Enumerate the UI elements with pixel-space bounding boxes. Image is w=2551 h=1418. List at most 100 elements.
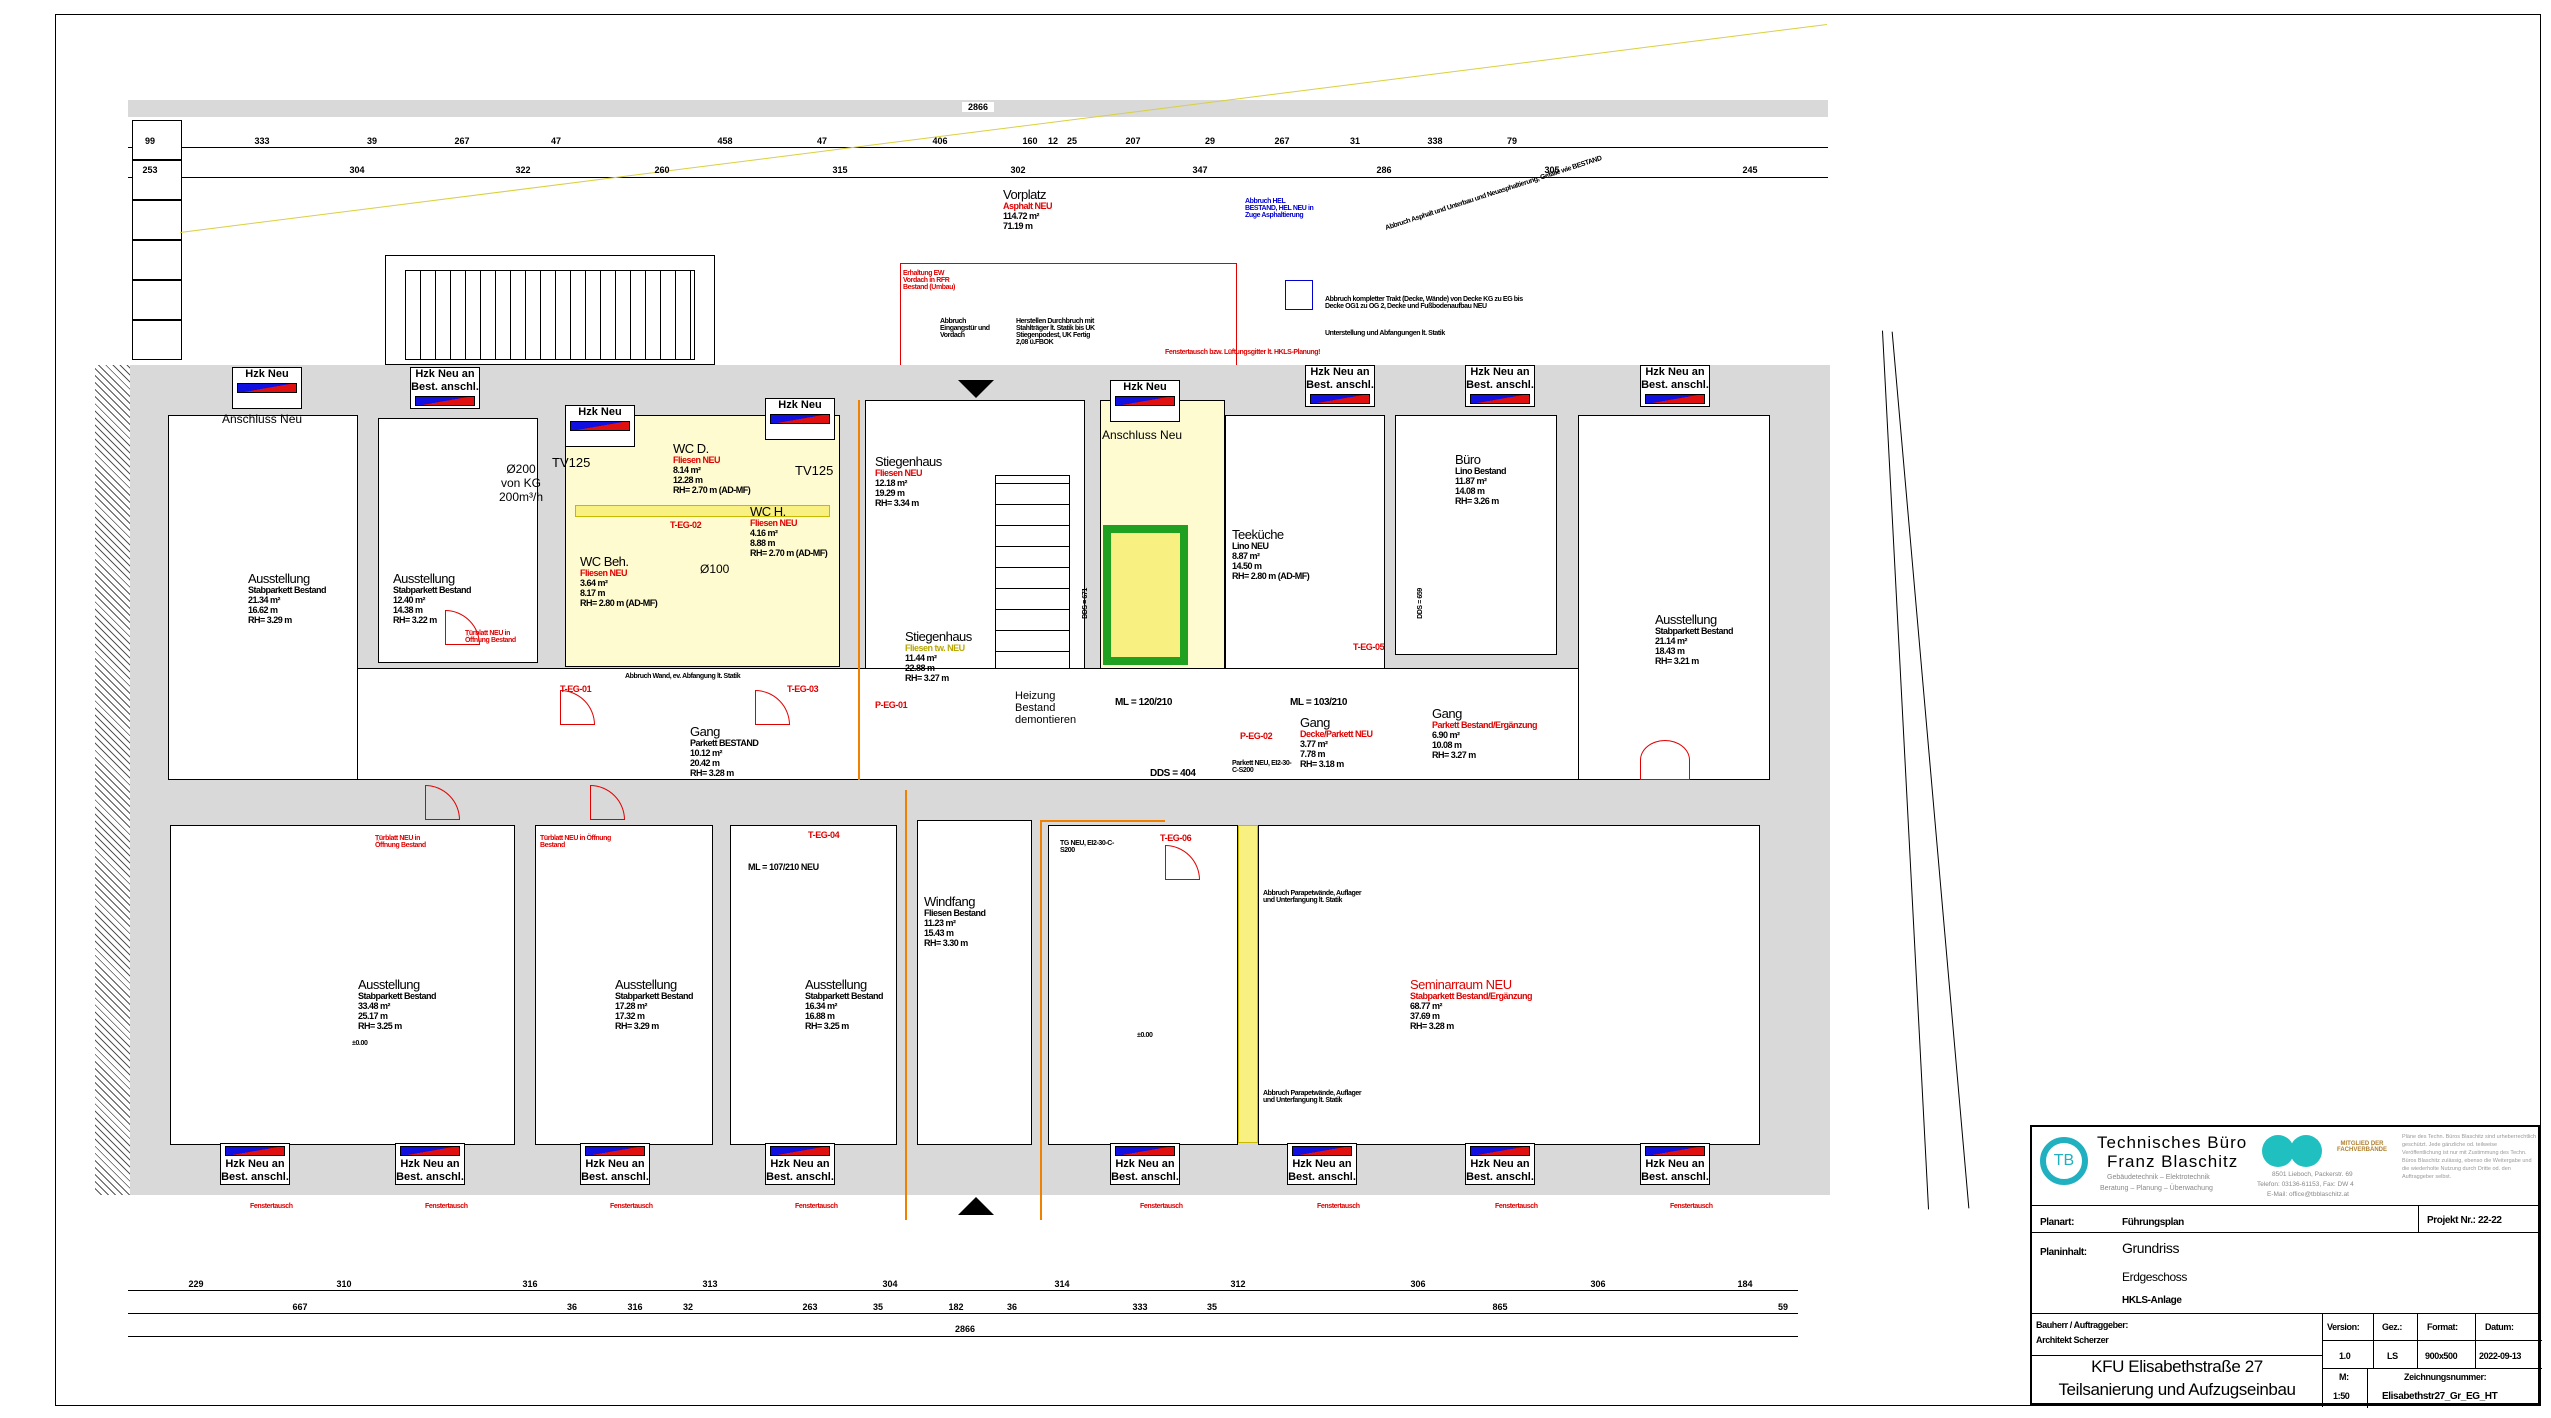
note-eingangstuer: Abbruch Eingangstür und Vordach — [940, 318, 990, 339]
bauherr-label: Bauherr / Auftraggeber: — [2036, 1320, 2128, 1330]
dimension-label: 304 — [349, 165, 365, 175]
label-abbruch-parapet-1: Abbruch Parapetwände, Auflager und Unter… — [1263, 890, 1362, 904]
drawing-number: Elisabethstr27_Gr_EG_HT — [2382, 1391, 2498, 1402]
radiator-icon — [585, 1146, 645, 1156]
dimension-label: 36 — [566, 1302, 578, 1312]
dimension-label: 314 — [1054, 1279, 1070, 1289]
radiator-icon — [770, 414, 830, 424]
dim-total-bottom: 2866 — [954, 1324, 976, 1334]
version-value: 1.0 — [2339, 1351, 2351, 1361]
member-badge-icon — [2290, 1135, 2322, 1167]
note-vordach: Erhaltung EW Vordach in RFR Bestand (Umb… — [903, 270, 955, 291]
radiator: Hzk Neu an Best. anschl. — [395, 1143, 465, 1185]
radiator-icon — [400, 1146, 460, 1156]
planinhalt-2: Erdgeschoss — [2122, 1270, 2187, 1284]
fenstertausch-label: Fenstertausch — [1495, 1203, 1538, 1210]
room-seminarraum — [1258, 825, 1760, 1145]
pipe-orange — [905, 790, 907, 1220]
radiator: Hzk Neu an Best. anschl. — [1640, 1143, 1710, 1185]
dim-total-top: 2866 — [962, 102, 995, 112]
dimension-label: 39 — [366, 136, 378, 146]
radiator-icon — [1645, 394, 1705, 404]
dimension-label: 184 — [1737, 1279, 1753, 1289]
title-block: TB Technisches Büro Franz Blaschitz Gebä… — [2030, 1125, 2542, 1408]
radiator: Hzk Neu an Best. anschl. — [1305, 365, 1375, 407]
radiator-icon — [1470, 1146, 1530, 1156]
member-badge-icon — [2262, 1135, 2294, 1167]
radiator: Hzk Neu an Best. anschl. — [1110, 1143, 1180, 1185]
radiator: Hzk Neu an Best. anschl. — [1640, 365, 1710, 407]
room-windfang — [917, 820, 1032, 1145]
label-anschluss-1: Anschluss Neu — [222, 412, 303, 426]
radiator-icon — [570, 421, 630, 431]
radiator-icon — [225, 1146, 285, 1156]
room-ausstellung-4 — [170, 825, 515, 1145]
radiator-label: Hzk Neu an Best. anschl. — [766, 1158, 834, 1183]
radiator-icon — [770, 1146, 830, 1156]
dimension-label: 310 — [336, 1279, 352, 1289]
fenstertausch-label: Fenstertausch — [610, 1203, 653, 1210]
room-gang — [358, 668, 1578, 780]
dimension-label: 35 — [872, 1302, 884, 1312]
room-buero — [1395, 415, 1557, 655]
fenstertausch-label: Fenstertausch — [1317, 1203, 1360, 1210]
section-marker-bottom — [958, 1197, 994, 1215]
radiator: Hzk Neu an Best. anschl. — [1465, 365, 1535, 407]
dimension-label: 458 — [717, 136, 733, 146]
dimension-label: 333 — [254, 136, 270, 146]
radiator-label: Hzk Neu an Best. anschl. — [1288, 1158, 1356, 1183]
door-tag: T-EG-06 — [1160, 833, 1192, 843]
dim-line-top-1 — [128, 147, 1828, 148]
format-value: 900x500 — [2425, 1351, 2458, 1361]
door-tag: P-EG-01 — [875, 700, 908, 710]
dimension-label: 245 — [1742, 165, 1758, 175]
datum-value: 2022-09-13 — [2479, 1351, 2522, 1361]
dimension-label: 316 — [627, 1302, 643, 1312]
phone: Telefon: 03136-61153, Fax: DW 4 — [2257, 1181, 2354, 1188]
version-label: Version: — [2327, 1322, 2360, 1332]
dimension-label: 99 — [144, 136, 156, 146]
pipe-orange — [1040, 820, 1165, 822]
dimension-label: 25 — [1066, 136, 1078, 146]
label-ml-2: ML = 103/210 — [1290, 697, 1348, 708]
dimension-label: 333 — [1132, 1302, 1148, 1312]
address: 8501 Lieboch, Packerstr. 69 — [2272, 1171, 2353, 1178]
hatch-left — [95, 365, 130, 1195]
dimension-label: 338 — [1427, 136, 1443, 146]
radiator: Hzk Neu an Best. anschl. — [580, 1143, 650, 1185]
dimension-label: 313 — [702, 1279, 718, 1289]
dimension-label: 304 — [882, 1279, 898, 1289]
planinhalt-3: HKLS-Anlage — [2122, 1295, 2182, 1306]
room-ausstellung-1 — [168, 415, 358, 780]
label-tg-neu: TG NEU, EI2-30-C-S200 — [1060, 840, 1114, 854]
parapet-yellow — [1238, 825, 1258, 1143]
radiator-label: Hzk Neu an Best. anschl. — [221, 1158, 289, 1183]
dimension-label: 306 — [1410, 1279, 1426, 1289]
dim-line-bottom-3 — [128, 1336, 1798, 1337]
room-teekueche — [1225, 415, 1385, 670]
dimension-label: 305 — [1544, 165, 1560, 175]
dim-line-bottom-1 — [128, 1290, 1798, 1291]
radiator: Hzk Neu an Best. anschl. — [410, 367, 480, 409]
radiator: Hzk Neu an Best. anschl. — [1287, 1143, 1357, 1185]
dimension-label: 347 — [1192, 165, 1208, 175]
room-ausstellung-3 — [1578, 415, 1770, 780]
door-tag: T-EG-05 — [1353, 642, 1385, 652]
dimension-label: 260 — [654, 165, 670, 175]
project-title-2: Teilsanierung und Aufzugseinbau — [2058, 1380, 2296, 1399]
door-swing — [1640, 740, 1690, 780]
wc-pipe-zone — [575, 505, 830, 517]
lift-shaft — [1103, 525, 1188, 665]
dimension-label: 865 — [1492, 1302, 1508, 1312]
dimension-label: 36 — [1006, 1302, 1018, 1312]
radiator-icon — [1645, 1146, 1705, 1156]
